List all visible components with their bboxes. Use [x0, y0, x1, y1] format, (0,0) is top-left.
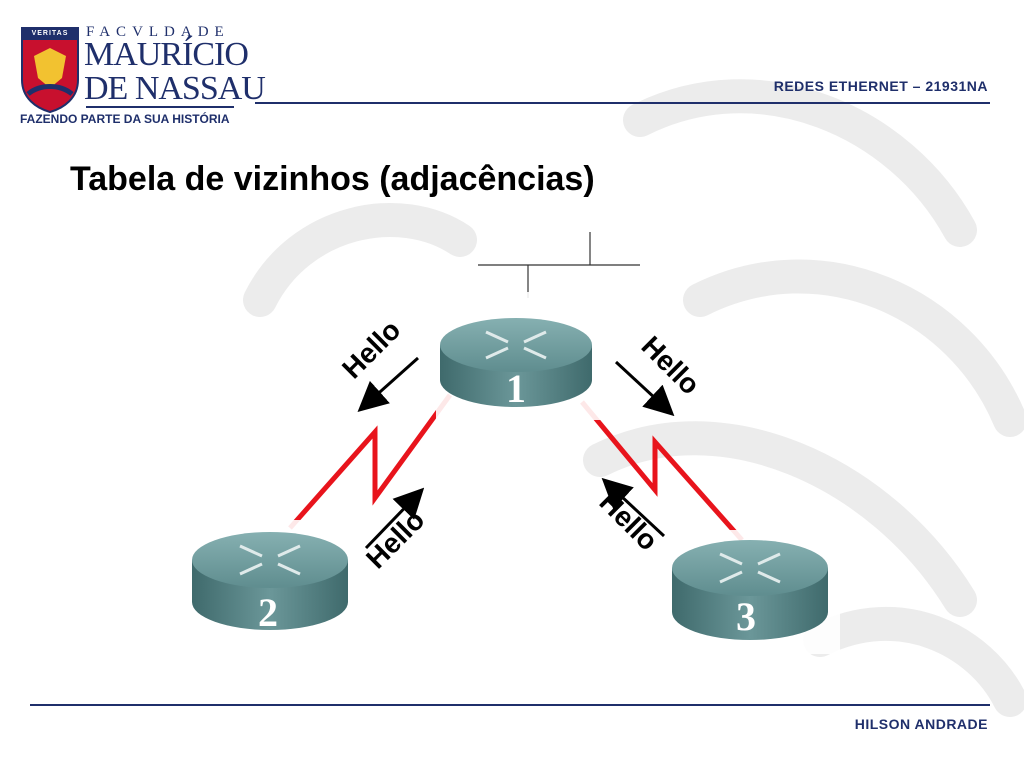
router-2: [188, 520, 352, 642]
brand-top: FACVLDADE: [86, 24, 230, 40]
shield-icon: [21, 27, 79, 114]
router-arrows-icon: [719, 552, 781, 584]
router-1: [436, 292, 616, 420]
router-3: [668, 530, 840, 654]
shield-text: VERITAS: [31, 30, 69, 37]
course-title: REDES ETHERNET – 21931NA: [773, 78, 988, 94]
hello-arrow-r2-to-r1: [364, 487, 425, 550]
brand-name-line2: DE NASSAU: [84, 70, 266, 107]
footer-divider: [30, 704, 990, 706]
university-logo: [21, 27, 79, 114]
lan-segment: [478, 232, 640, 298]
author-name: HILSON ANDRADE: [854, 716, 988, 732]
hello-arrow-r3-to-r1: [601, 477, 666, 538]
header-divider: [255, 102, 990, 104]
hello-arrow-r1-to-r3: [614, 360, 675, 417]
router-arrows-icon: [485, 330, 547, 360]
hello-label-1: Hello: [336, 314, 406, 384]
hello-arrow-r1-to-r2: [357, 356, 419, 412]
router-label-2: 2: [258, 590, 278, 635]
hello-label-4: Hello: [594, 486, 664, 556]
router-label-1: 1: [506, 366, 526, 411]
serial-link-1-3: [580, 400, 744, 542]
router-label-3: 3: [736, 594, 756, 639]
router-arrows-icon: [239, 544, 301, 576]
hello-label-3: Hello: [360, 504, 430, 574]
serial-link-1-2: [288, 393, 453, 530]
brand-tagline: FAZENDO PARTE DA SUA HISTÓRIA: [20, 112, 230, 126]
slide-title: Tabela de vizinhos (adjacências): [70, 160, 595, 198]
brand-rule: [86, 106, 234, 108]
brand-name-line1: MAURÍCIO: [84, 36, 249, 73]
